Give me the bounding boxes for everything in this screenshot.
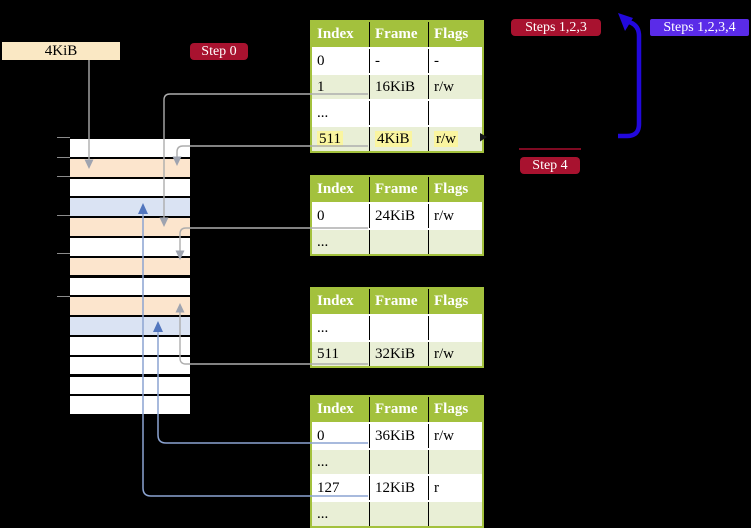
table-cell: 127 [317, 480, 340, 496]
column-header-index: Index [312, 22, 369, 47]
table-cell: 0 [317, 53, 325, 69]
badge-steps-1-2-3: Steps 1,2,3 [511, 19, 601, 36]
memory-tick-5 [57, 253, 70, 254]
column-header-flags: Flags [428, 177, 482, 202]
memory-row-13 [70, 376, 190, 395]
table-cell: 511 [312, 127, 369, 151]
table-cell [369, 316, 428, 340]
memory-row-12 [70, 356, 190, 375]
table-cell [428, 450, 482, 474]
table-cell [428, 101, 482, 125]
memory-tick-3 [57, 176, 70, 177]
memory-row-7 [70, 257, 190, 276]
table-row: 511 4KiB r/w [312, 125, 482, 151]
table-row: ... [312, 500, 482, 526]
column-header-index: Index [312, 397, 369, 422]
table-cell [369, 230, 428, 254]
table-cell: 1 [317, 79, 325, 95]
highlighted-value: 4KiB [375, 131, 412, 147]
table-cell: 36KiB [369, 424, 428, 448]
memory-row-10 [70, 317, 190, 335]
column-header-index: Index [312, 289, 369, 314]
table-row: ... [312, 99, 482, 125]
table-cell: 32KiB [369, 342, 428, 366]
column-header-frame: Frame [369, 22, 428, 47]
memory-tick-6 [57, 296, 70, 297]
table-cell: r/w [428, 127, 482, 151]
recursion-loop-arrow [618, 19, 642, 139]
badge-step-0: Step 0 [190, 43, 248, 60]
memory-row-6 [70, 237, 190, 256]
table-cell [369, 101, 428, 125]
memory-tick-2 [57, 157, 70, 158]
table-cell [428, 502, 482, 526]
memory-tick-4 [57, 215, 70, 216]
table-cell: ... [317, 105, 329, 121]
memory-row-3 [70, 178, 190, 197]
column-header-flags: Flags [428, 289, 482, 314]
table-row: 0 -- [312, 47, 482, 73]
badge-step-4: Step 4 [520, 157, 580, 174]
table-cell: r/w [428, 342, 482, 366]
table-cell: 4KiB [369, 127, 428, 151]
highlighted-value: 511 [317, 131, 343, 147]
column-header-frame: Frame [369, 397, 428, 422]
table-cell: r/w [428, 424, 482, 448]
table-cell: r/w [428, 204, 482, 228]
table-row: ... [312, 228, 482, 254]
red-divider-line [519, 148, 581, 150]
table-cell [428, 316, 482, 340]
table-cell [369, 450, 428, 474]
memory-row-1 [70, 139, 190, 157]
column-header-flags: Flags [428, 397, 482, 422]
column-header-frame: Frame [369, 177, 428, 202]
table-cell: 12KiB [369, 476, 428, 500]
table-cell [428, 230, 482, 254]
table-cell: r/w [428, 75, 482, 99]
table-cell: r [428, 476, 482, 500]
column-header-flags: Flags [428, 22, 482, 47]
table-row: ... [312, 448, 482, 474]
memory-tick-1 [57, 137, 70, 138]
table-cell: ... [317, 234, 329, 250]
table-cell: 16KiB [369, 75, 428, 99]
column-header-frame: Frame [369, 289, 428, 314]
table-cell: 0 [317, 208, 325, 224]
arrowhead-up-left-icon [618, 13, 633, 31]
table-row: ... [312, 314, 482, 340]
table-cell: 24KiB [369, 204, 428, 228]
column-header-index: Index [312, 177, 369, 202]
table-cell: ... [317, 454, 329, 470]
highlighted-value: r/w [434, 131, 458, 147]
memory-row-9 [70, 297, 190, 316]
table-cell: ... [317, 320, 329, 336]
table-cell: - [428, 49, 482, 73]
table-cell: 0 [317, 428, 325, 444]
table-cell [369, 502, 428, 526]
table-cell: ... [317, 506, 329, 522]
memory-row-8 [70, 277, 190, 296]
memory-row-11 [70, 336, 190, 355]
memory-row-2 [70, 158, 190, 177]
memory-row-4 [70, 198, 190, 217]
memory-row-5 [70, 218, 190, 236]
badge-steps-1-2-3-4: Steps 1,2,3,4 [650, 19, 749, 36]
memory-row-14 [70, 396, 190, 415]
page-size-label: 4KiB [2, 42, 120, 60]
table-cell: 511 [317, 346, 339, 362]
table-cell: - [369, 49, 428, 73]
